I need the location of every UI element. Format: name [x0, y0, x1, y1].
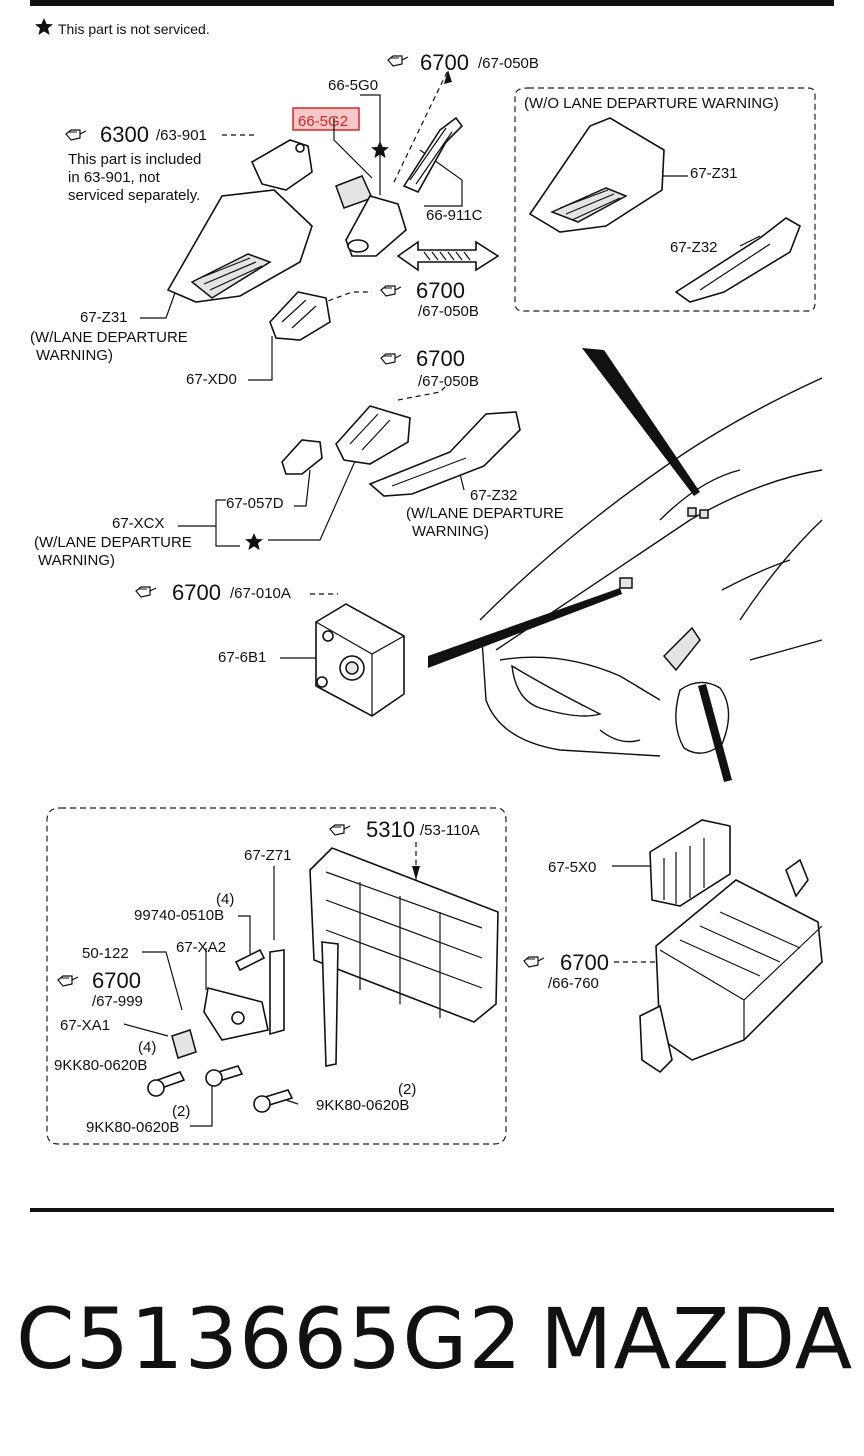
- wo-lane-title: (W/O LANE DEPARTURE WARNING): [524, 95, 779, 112]
- locator-pointers: [428, 348, 732, 782]
- condition-note: WARNING): [412, 523, 489, 540]
- label-67-5X0: 67-5X0: [548, 859, 596, 876]
- label-67-Z31: 67-Z31: [80, 309, 128, 326]
- label-66-5G0: 66-5G0: [328, 77, 378, 94]
- label-67-XCX: 67-XCX: [112, 515, 165, 532]
- bottom-rule: [30, 1208, 834, 1212]
- group-ref: /67-050B: [418, 303, 479, 320]
- group-ref: /66-760: [548, 975, 599, 992]
- garnish-67-Z32-wo: [674, 217, 801, 303]
- included-note: This part is included: [68, 151, 201, 168]
- book-reference-icon: [380, 285, 402, 297]
- group-code: 6700: [172, 580, 221, 605]
- book-reference-icon: [57, 975, 79, 987]
- bracket-67-XD0: [269, 291, 331, 341]
- brand-name: MAZDA: [540, 1290, 854, 1388]
- group-ref: /53-110A: [420, 822, 480, 839]
- highlight-box: [292, 107, 360, 131]
- label-66-5G2: 66-5G2: [298, 113, 348, 130]
- fuse-box: [639, 819, 823, 1074]
- wo-lane-box: [514, 87, 816, 312]
- condition-note: WARNING): [38, 552, 115, 569]
- interchange-arrow: [396, 240, 500, 272]
- quantity: (2): [172, 1103, 190, 1120]
- frame-assembly: [269, 847, 499, 1067]
- group-ref: /67-050B: [418, 373, 479, 390]
- bolts: [147, 948, 294, 1113]
- label-67-XD0: 67-XD0: [186, 371, 237, 388]
- cover-67-Z31: [166, 189, 313, 303]
- condition-note: (W/LANE DEPARTURE: [34, 534, 192, 551]
- label-67-XA1: 67-XA1: [60, 1017, 110, 1034]
- leader-lines: [123, 69, 761, 1127]
- group-code: 6700: [560, 950, 609, 975]
- clip-67-XA1: [171, 1029, 197, 1059]
- label-67-XA2: 67-XA2: [176, 939, 226, 956]
- group-ref: /63-901: [156, 127, 207, 144]
- group-ref: /67-050B: [478, 55, 539, 72]
- label-67-Z32: 67-Z32: [670, 239, 718, 256]
- label-50-122: 50-122: [82, 945, 129, 962]
- star-icon: [35, 18, 53, 35]
- camera-67-XCX: [245, 405, 411, 550]
- group-ref: /67-999: [92, 993, 143, 1010]
- group-code: 6300: [100, 122, 149, 147]
- quantity: (4): [138, 1039, 156, 1056]
- label-67-6B1: 67-6B1: [218, 649, 266, 666]
- book-reference-icon: [523, 956, 545, 968]
- book-reference-icon: [387, 55, 409, 67]
- condition-note: (W/LANE DEPARTURE: [30, 329, 188, 346]
- label-99740-0510B: 99740-0510B: [134, 907, 224, 924]
- label-67-Z71: 67-Z71: [244, 847, 292, 864]
- book-reference-icon: [65, 129, 87, 141]
- not-serviced-note: This part is not serviced.: [58, 21, 210, 37]
- label-66-911C: 66-911C: [426, 207, 483, 224]
- vehicle-outline: [479, 377, 823, 757]
- cover-part-63-901: [250, 139, 313, 191]
- label-67-Z32: 67-Z32: [470, 487, 518, 504]
- connector-67-057D: [281, 439, 323, 475]
- label-67-Z31: 67-Z31: [690, 165, 738, 182]
- camera-module-66-5G0: [335, 141, 407, 257]
- book-reference-icon: [380, 353, 402, 365]
- star-icon: [245, 533, 263, 550]
- frame-box: [46, 807, 507, 1145]
- harness-66-911C: [402, 116, 464, 194]
- bracket-67-XA2: [203, 987, 269, 1041]
- group-code: 6700: [92, 968, 141, 993]
- label-9KK80-0620B: 9KK80-0620B: [54, 1057, 147, 1074]
- condition-note: WARNING): [36, 347, 113, 364]
- garnish-67-Z32: [368, 411, 521, 497]
- group-code: 5310: [366, 817, 415, 842]
- label-9KK80-0620B: 9KK80-0620B: [316, 1097, 409, 1114]
- top-rule: [30, 0, 834, 6]
- group-code: 6700: [420, 50, 469, 75]
- part-number: C513665G2: [16, 1290, 523, 1388]
- quantity: (2): [398, 1081, 416, 1098]
- included-note: in 63-901, not: [68, 169, 161, 186]
- included-note: serviced separately.: [68, 187, 200, 204]
- group-code: 6700: [416, 346, 465, 371]
- cover-67-Z31-wo: [528, 117, 665, 233]
- group-code: 6700: [416, 278, 465, 303]
- quantity: (4): [216, 891, 234, 908]
- sensor-67-6B1: [315, 603, 405, 717]
- book-reference-icon: [329, 824, 351, 836]
- group-ref: /67-010A: [230, 585, 291, 602]
- book-reference-icon: [135, 586, 157, 598]
- label-67-057D: 67-057D: [226, 495, 284, 512]
- label-9KK80-0620B: 9KK80-0620B: [86, 1119, 179, 1136]
- condition-note: (W/LANE DEPARTURE: [406, 505, 564, 522]
